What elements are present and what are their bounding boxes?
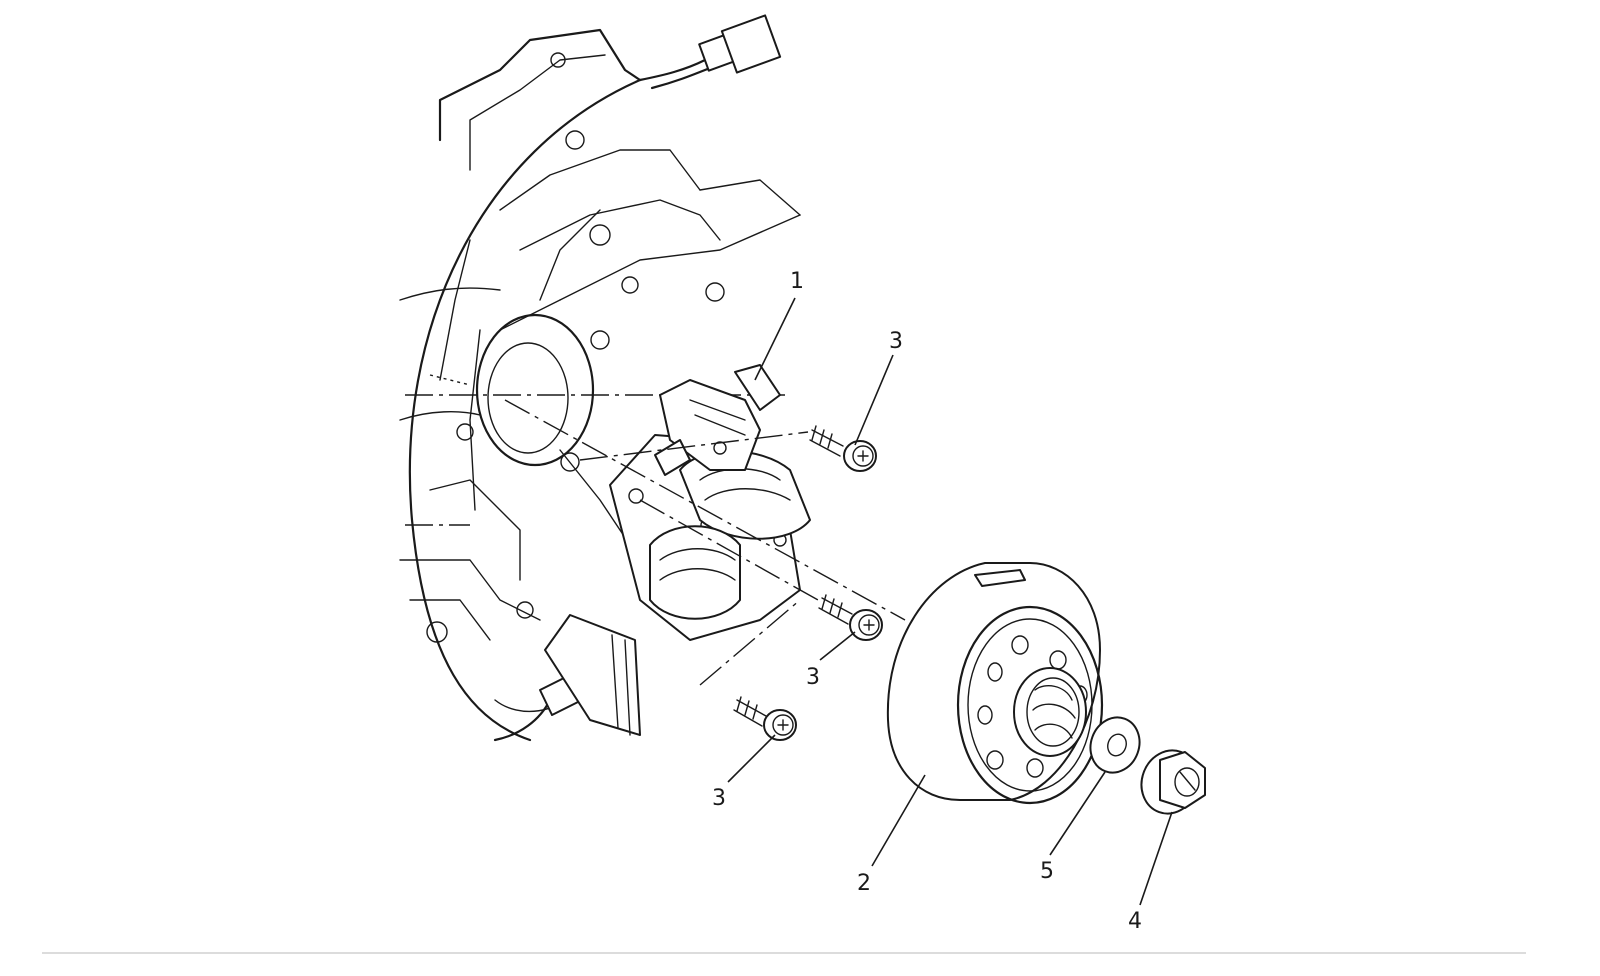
bottom-divider xyxy=(42,952,1526,954)
leader-4 xyxy=(1139,811,1173,906)
leader-5 xyxy=(1049,771,1106,856)
flange-nut xyxy=(1140,749,1206,815)
stator-assembly xyxy=(609,364,811,641)
screw-lower xyxy=(733,696,797,741)
flywheel-axis-line xyxy=(504,399,906,621)
callout-2: 2 xyxy=(857,871,871,896)
callout-3-lower: 3 xyxy=(712,786,726,811)
screw-upper xyxy=(809,425,877,472)
callout-5: 5 xyxy=(1040,859,1054,884)
screw-axis-line-upper xyxy=(579,431,809,461)
washer xyxy=(1089,716,1141,774)
flywheel-rotor xyxy=(886,562,1104,805)
screw-middle xyxy=(818,594,883,641)
callout-4: 4 xyxy=(1128,909,1142,934)
callout-3-middle: 3 xyxy=(806,665,820,690)
leader-3-upper xyxy=(854,354,894,446)
leader-3-lower xyxy=(727,734,776,783)
leader-1 xyxy=(754,297,796,381)
screw-axis-line-middle xyxy=(639,499,819,601)
leader-2 xyxy=(871,774,926,867)
callout-3-upper: 3 xyxy=(889,329,903,354)
leader-3-middle xyxy=(819,631,856,661)
crankcase-housing xyxy=(399,14,801,742)
screw-axis-line-lower xyxy=(699,599,801,686)
callout-1: 1 xyxy=(790,269,804,294)
